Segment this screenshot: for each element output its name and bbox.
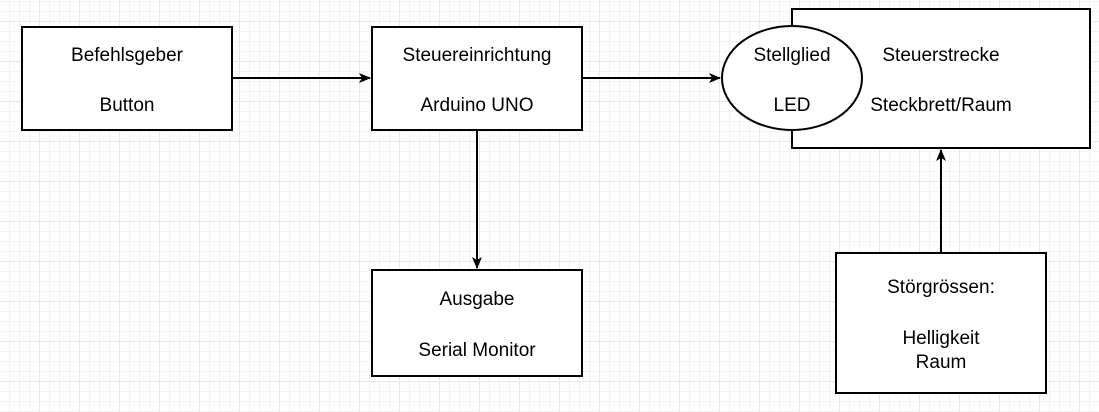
node-steuereinrichtung-title: Steuereinrichtung [403,45,552,66]
node-stoergroessen-box [835,252,1047,394]
node-steuereinrichtung-subtitle: Arduino UNO [421,95,534,116]
node-ausgabe[interactable]: Ausgabe Serial Monitor [371,269,583,377]
node-befehlsgeber[interactable]: Befehlsgeber Button [21,26,233,131]
node-stoergroessen-title: Störgrössen: [887,277,995,298]
node-stellglied-ellipse [721,25,863,131]
node-steuerstrecke-title: Steuerstrecke [882,45,999,66]
node-befehlsgeber-title: Befehlsgeber [71,45,184,66]
node-befehlsgeber-subtitle: Button [100,95,155,116]
node-ausgabe-title: Ausgabe [439,289,514,310]
node-stoergroessen[interactable]: Störgrössen: Helligkeit Raum [835,252,1047,394]
node-stoergroessen-line2: Helligkeit [902,328,980,349]
node-stellglied-subtitle: LED [774,95,811,116]
node-befehlsgeber-box [21,26,233,131]
node-stoergroessen-line3: Raum [916,352,967,373]
node-ausgabe-subtitle: Serial Monitor [418,340,536,361]
node-stellglied[interactable]: Stellglied LED [721,25,863,131]
node-stellglied-title: Stellglied [753,45,830,66]
node-steuerstrecke-subtitle: Steckbrett/Raum [870,95,1012,116]
node-steuereinrichtung-box [371,26,583,131]
node-ausgabe-box [371,269,583,377]
node-steuereinrichtung[interactable]: Steuereinrichtung Arduino UNO [371,26,583,131]
